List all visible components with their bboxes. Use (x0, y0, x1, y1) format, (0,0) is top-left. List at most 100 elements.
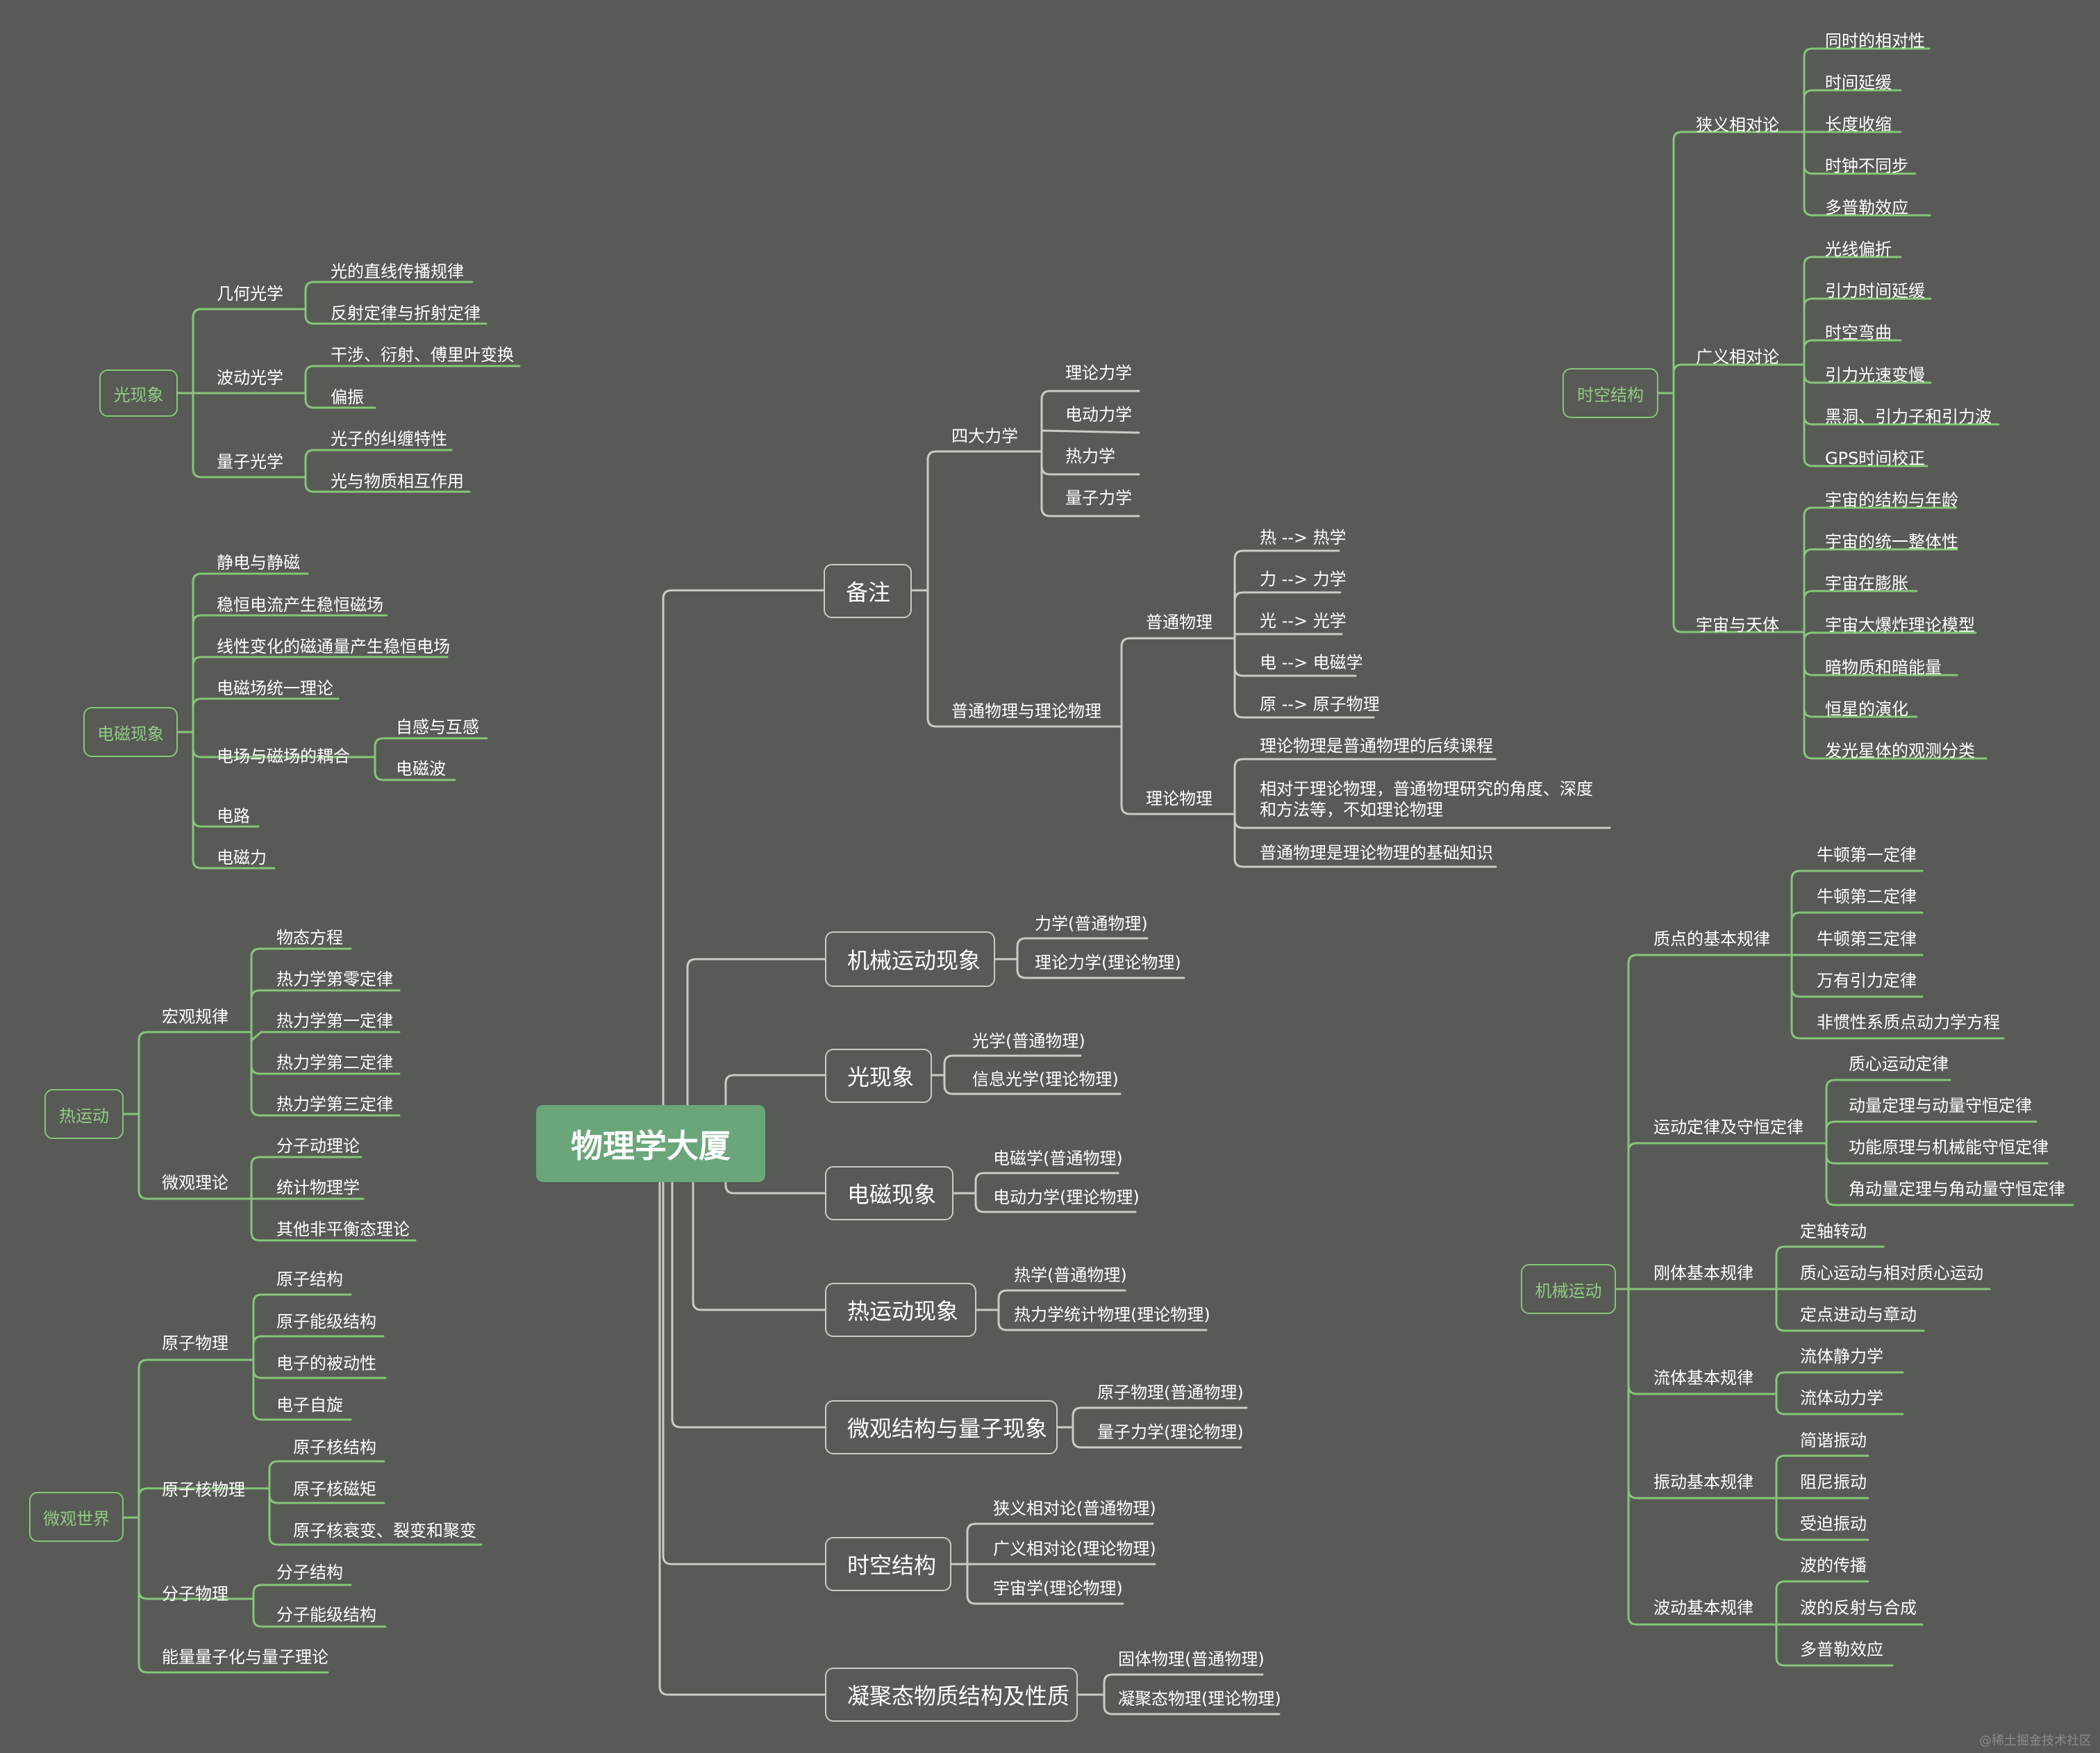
branch-item[interactable]: 狭义相对论(普通物理) (993, 1499, 1156, 1518)
branch-item[interactable]: 宇宙学(理论物理) (993, 1579, 1123, 1598)
general-physics-item[interactable]: 光 --> 光学 (1260, 611, 1347, 631)
branch-thermal[interactable]: 热运动现象 (825, 1283, 976, 1337)
em-item[interactable]: 稳恒电流产生稳恒磁场 (217, 595, 383, 615)
micro-item[interactable]: 电子自旋 (276, 1395, 343, 1415)
thermal-group[interactable]: 宏观规律 (162, 1007, 228, 1027)
branch-optics[interactable]: 光现象 (825, 1049, 932, 1103)
em-item[interactable]: 电磁力 (217, 848, 267, 867)
em-item[interactable]: 静电与静磁 (217, 553, 300, 572)
optics-item[interactable]: 光子的纠缠特性 (331, 429, 447, 449)
spacetime-item[interactable]: 长度收缩 (1825, 115, 1892, 134)
spacetime-item[interactable]: 时空弯曲 (1825, 323, 1892, 342)
mechanics-item[interactable]: 电动力学 (1065, 405, 1132, 424)
branch-item[interactable]: 广义相对论(理论物理) (993, 1539, 1156, 1559)
thermal-item[interactable]: 热力学第零定律 (276, 970, 393, 989)
category-thermal[interactable]: 热运动 (44, 1089, 124, 1139)
mechanics-law[interactable]: 非惯性系质点动力学方程 (1817, 1013, 2000, 1032)
branch-item[interactable]: 原子物理(普通物理) (1097, 1383, 1244, 1402)
mechanics-law[interactable]: 简谐振动 (1800, 1431, 1867, 1450)
branch-spacetime[interactable]: 时空结构 (825, 1537, 951, 1591)
spacetime-item[interactable]: 引力光速变慢 (1825, 365, 1925, 385)
mechanics-law[interactable]: 功能原理与机械能守恒定律 (1849, 1138, 2049, 1157)
mechanics-item[interactable]: 量子力学 (1065, 488, 1132, 508)
theory-physics-item[interactable]: 普通物理是理论物理的基础知识 (1260, 843, 1493, 863)
branch-item[interactable]: 理论力学(理论物理) (1035, 953, 1181, 972)
em-item[interactable]: 电磁场统一理论 (217, 679, 333, 698)
micro-item[interactable]: 分子结构 (276, 1563, 343, 1582)
thermal-item[interactable]: 分子动理论 (276, 1136, 360, 1156)
mechanics-law[interactable]: 牛顿第一定律 (1817, 845, 1917, 865)
thermal-item[interactable]: 统计物理学 (276, 1178, 360, 1197)
branch-micro[interactable]: 微观结构与量子现象 (825, 1400, 1058, 1454)
branch-mechanical[interactable]: 机械运动现象 (825, 931, 995, 987)
spacetime-item[interactable]: 时钟不同步 (1825, 156, 1908, 176)
micro-group[interactable]: 原子物理 (162, 1334, 228, 1353)
mechanics-group[interactable]: 运动定律及守恒定律 (1653, 1118, 1803, 1137)
mechanics-law[interactable]: 角动量定理与角动量守恒定律 (1849, 1179, 2065, 1199)
branch-item[interactable]: 量子力学(理论物理) (1097, 1422, 1244, 1442)
mechanics-law[interactable]: 流体动力学 (1800, 1388, 1883, 1408)
general-physics-item[interactable]: 原 --> 原子物理 (1260, 695, 1380, 714)
spacetime-item[interactable]: 光线偏折 (1825, 240, 1892, 259)
mechanics-law[interactable]: 受迫振动 (1800, 1514, 1867, 1534)
mechanics-law[interactable]: 阻尼振动 (1800, 1472, 1867, 1492)
spacetime-item[interactable]: 宇宙大爆炸理论模型 (1825, 615, 1975, 635)
spacetime-item[interactable]: GPS时间校正 (1825, 449, 1926, 468)
category-optics[interactable]: 光现象 (99, 369, 178, 417)
micro-group[interactable]: 能量量子化与量子理论 (162, 1647, 328, 1667)
micro-group[interactable]: 原子核物理 (162, 1480, 245, 1499)
spacetime-group[interactable]: 广义相对论 (1696, 347, 1779, 367)
optics-item[interactable]: 偏振 (331, 388, 364, 407)
micro-item[interactable]: 原子能级结构 (276, 1312, 376, 1331)
mechanics-law[interactable]: 多普勒效应 (1800, 1640, 1883, 1659)
mechanics-group[interactable]: 刚体基本规律 (1653, 1263, 1753, 1283)
micro-item[interactable]: 原子核衰变、裂变和聚变 (293, 1521, 476, 1540)
general-physics-item[interactable]: 力 --> 力学 (1260, 570, 1347, 589)
branch-item[interactable]: 热力学统计物理(理论物理) (1014, 1305, 1210, 1324)
micro-item[interactable]: 分子能级结构 (276, 1605, 376, 1625)
theory-physics-item[interactable]: 相对于理论物理，普通物理研究的角度、深度和方法等，不如理论物理 (1260, 779, 1593, 820)
micro-group[interactable]: 分子物理 (162, 1584, 228, 1604)
spacetime-item[interactable]: 同时的相对性 (1825, 31, 1925, 51)
optics-group[interactable]: 量子光学 (217, 452, 283, 472)
mechanics-group[interactable]: 振动基本规律 (1653, 1472, 1753, 1492)
optics-group[interactable]: 几何光学 (217, 284, 283, 304)
micro-item[interactable]: 电子的被动性 (276, 1354, 376, 1373)
mechanics-law[interactable]: 定轴转动 (1800, 1222, 1867, 1241)
branch-item[interactable]: 电动力学(理论物理) (993, 1188, 1140, 1207)
spacetime-item[interactable]: 多普勒效应 (1825, 198, 1908, 217)
spacetime-item[interactable]: 时间延缓 (1825, 73, 1892, 92)
branch-item[interactable]: 固体物理(普通物理) (1118, 1650, 1265, 1669)
optics-item[interactable]: 反射定律与折射定律 (331, 304, 481, 323)
mechanics-law[interactable]: 牛顿第三定律 (1817, 929, 1917, 949)
spacetime-item[interactable]: 宇宙在膨胀 (1825, 574, 1908, 593)
em-item[interactable]: 电场与磁场的耦合 (217, 747, 350, 766)
category-spacetime[interactable]: 时空结构 (1562, 368, 1658, 418)
optics-group[interactable]: 波动光学 (217, 368, 283, 388)
spacetime-item[interactable]: 暗物质和暗能量 (1825, 658, 1942, 677)
optics-item[interactable]: 光与物质相互作用 (331, 472, 464, 491)
thermal-group[interactable]: 微观理论 (162, 1173, 228, 1193)
mechanics-law[interactable]: 动量定理与动量守恒定律 (1849, 1096, 2032, 1115)
mechanics-item[interactable]: 热力学 (1065, 447, 1115, 466)
em-item[interactable]: 电路 (217, 806, 250, 826)
branch-item[interactable]: 力学(普通物理) (1035, 914, 1148, 933)
branch-item[interactable]: 凝聚态物理(理论物理) (1118, 1689, 1281, 1709)
spacetime-group[interactable]: 狭义相对论 (1696, 115, 1779, 135)
em-item[interactable]: 线性变化的磁通量产生稳恒电场 (217, 637, 450, 656)
mechanics-law[interactable]: 波的传播 (1800, 1556, 1867, 1575)
general-physics-item[interactable]: 热 --> 热学 (1260, 528, 1347, 547)
thermal-item[interactable]: 其他非平衡态理论 (276, 1220, 410, 1239)
branch-condensed[interactable]: 凝聚态物质结构及性质 (825, 1668, 1078, 1722)
spacetime-item[interactable]: 宇宙的结构与年龄 (1825, 490, 1958, 510)
micro-item[interactable]: 原子核磁矩 (293, 1479, 376, 1499)
general-physics-node[interactable]: 普通物理 (1146, 613, 1212, 632)
branch-em[interactable]: 电磁现象 (825, 1166, 953, 1220)
thermal-item[interactable]: 热力学第三定律 (276, 1095, 393, 1114)
mechanics-law[interactable]: 质心运动定律 (1849, 1054, 1949, 1074)
category-mechanics[interactable]: 机械运动 (1521, 1264, 1616, 1314)
micro-item[interactable]: 原子核结构 (293, 1438, 376, 1457)
mechanics-law[interactable]: 万有引力定律 (1817, 971, 1917, 990)
category-micro[interactable]: 微观世界 (29, 1492, 124, 1542)
theory-physics-node[interactable]: 理论物理 (1146, 789, 1212, 808)
